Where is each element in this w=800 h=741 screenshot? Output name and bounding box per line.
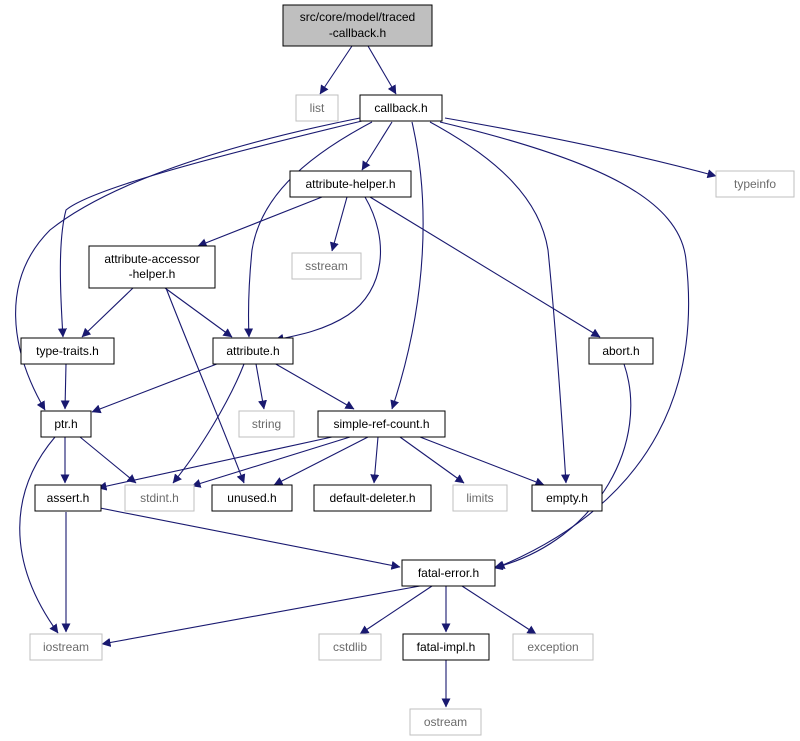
node-label: type-traits.h: [36, 344, 99, 358]
node-label: ptr.h: [54, 417, 77, 431]
node-label: -callback.h: [329, 26, 386, 40]
edge-callback-ptr: [15, 117, 361, 411]
node-traced-callback-h[interactable]: src/core/model/traced -callback.h: [282, 4, 433, 47]
node-sstream[interactable]: sstream: [291, 252, 362, 280]
node-label: assert.h: [47, 491, 90, 505]
edge-assert-fatal-error: [99, 507, 401, 570]
node-label: typeinfo: [734, 177, 776, 191]
edge-attribute-helper-abort: [369, 196, 601, 338]
header-nodes: src/core/model/traced -callback.h list c…: [20, 4, 795, 736]
node-empty-h[interactable]: empty.h: [531, 484, 603, 512]
node-list[interactable]: list: [295, 94, 339, 122]
edge-ptr-stdint: [79, 436, 137, 484]
dependency-edges: [15, 45, 717, 708]
edge-callback-fatal-error: [439, 121, 690, 569]
edge-attribute-string: [255, 363, 267, 410]
edge-simple-ref-count-assert: [97, 436, 333, 491]
node-label: ostream: [424, 715, 467, 729]
node-fatal-error-h[interactable]: fatal-error.h: [401, 559, 496, 587]
edge-simple-ref-count-stdint: [191, 436, 351, 488]
node-stdint-h[interactable]: stdint.h: [124, 484, 195, 512]
edge-callback-type-traits: [57, 120, 363, 338]
edge-simple-ref-count-limits: [399, 436, 465, 484]
edge-attribute-helper-attribute: [274, 196, 381, 343]
node-label: empty.h: [546, 491, 588, 505]
edge-root-callback: [367, 45, 397, 95]
node-label: attribute.h: [226, 344, 279, 358]
edge-attribute-helper-sstream: [329, 196, 348, 252]
edge-fatal-error-cstdlib: [359, 585, 433, 635]
edge-callback-attribute-helper: [361, 121, 393, 171]
node-label: attribute-helper.h: [305, 177, 395, 191]
edge-ptr-iostream: [19, 436, 59, 634]
node-label: abort.h: [602, 344, 639, 358]
node-label: default-deleter.h: [329, 491, 415, 505]
edge-accessor-helper-unused: [165, 287, 246, 484]
edge-fatal-error-exception: [461, 585, 537, 635]
node-label: sstream: [305, 259, 348, 273]
edge-abort-fatal-error: [493, 363, 632, 571]
node-label: callback.h: [374, 101, 427, 115]
edge-accessor-helper-type-traits: [81, 287, 134, 338]
node-limits[interactable]: limits: [452, 484, 508, 512]
node-abort-h[interactable]: abort.h: [588, 337, 654, 365]
node-attribute-h[interactable]: attribute.h: [212, 337, 294, 365]
node-type-traits-h[interactable]: type-traits.h: [20, 337, 115, 365]
node-label: limits: [466, 491, 493, 505]
node-label: string: [252, 417, 281, 431]
node-label: stdint.h: [140, 491, 179, 505]
node-fatal-impl-h[interactable]: fatal-impl.h: [402, 633, 490, 661]
node-simple-ref-count-h[interactable]: simple-ref-count.h: [317, 410, 446, 438]
node-attribute-helper-h[interactable]: attribute-helper.h: [289, 170, 412, 198]
node-default-deleter-h[interactable]: default-deleter.h: [313, 484, 432, 512]
edge-simple-ref-count-unused: [273, 436, 369, 486]
node-label: fatal-impl.h: [417, 640, 476, 654]
edge-accessor-helper-attribute: [164, 287, 233, 338]
node-ostream[interactable]: ostream: [409, 708, 482, 736]
node-unused-h[interactable]: unused.h: [211, 484, 293, 512]
edge-simple-ref-count-default-deleter: [370, 436, 380, 484]
edge-callback-simple-ref-count: [390, 121, 424, 410]
node-label: -helper.h: [129, 267, 176, 281]
node-string[interactable]: string: [238, 410, 295, 438]
node-label: attribute-accessor: [104, 252, 199, 266]
node-typeinfo[interactable]: typeinfo: [715, 170, 795, 198]
node-label: exception: [527, 640, 578, 654]
edge-simple-ref-count-empty: [419, 436, 545, 487]
node-exception[interactable]: exception: [512, 633, 594, 661]
edge-callback-empty: [429, 121, 570, 484]
node-assert-h[interactable]: assert.h: [34, 484, 102, 512]
node-label: iostream: [43, 640, 89, 654]
node-ptr-h[interactable]: ptr.h: [40, 410, 92, 438]
edge-attribute-stdint: [172, 363, 245, 484]
node-label: src/core/model/traced: [300, 10, 415, 24]
node-label: simple-ref-count.h: [333, 417, 429, 431]
edge-fatal-error-iostream: [101, 585, 421, 647]
node-callback-h[interactable]: callback.h: [359, 94, 443, 122]
node-label: unused.h: [227, 491, 276, 505]
edge-callback-attribute: [244, 121, 373, 338]
edge-attribute-helper-accessor-helper: [197, 196, 323, 248]
node-attribute-accessor-helper-h[interactable]: attribute-accessor -helper.h: [88, 245, 216, 289]
edge-attribute-simple-ref-count: [273, 362, 355, 410]
node-label: cstdlib: [333, 640, 367, 654]
edge-type-traits-ptr: [60, 363, 70, 410]
edge-attribute-ptr: [91, 361, 223, 414]
edge-root-list: [319, 45, 353, 95]
node-label: fatal-error.h: [418, 566, 479, 580]
edge-callback-typeinfo: [444, 117, 717, 179]
node-iostream[interactable]: iostream: [29, 633, 103, 661]
node-cstdlib[interactable]: cstdlib: [318, 633, 382, 661]
node-label: list: [310, 101, 325, 115]
